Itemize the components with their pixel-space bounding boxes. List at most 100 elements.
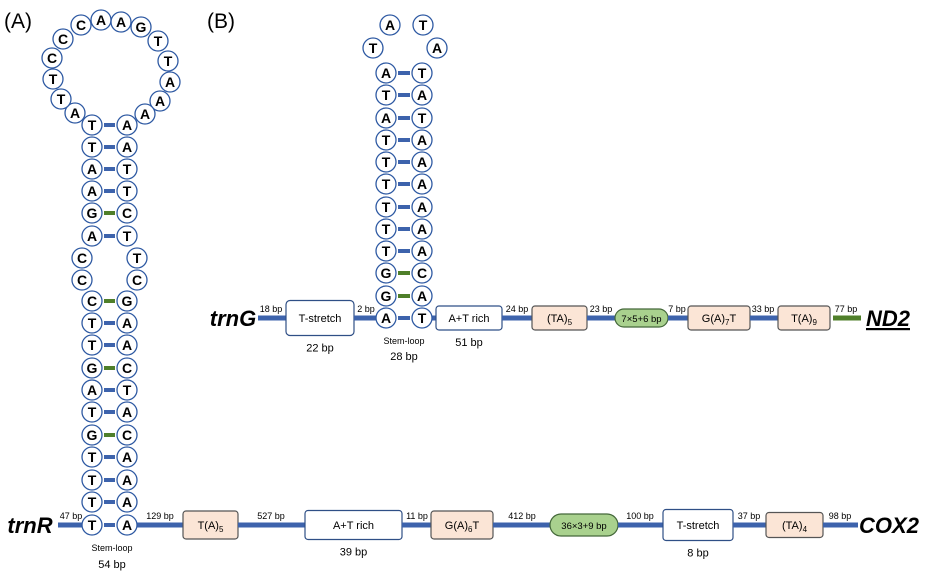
nucleotide: C bbox=[126, 269, 148, 291]
feature-name-tail: T bbox=[729, 313, 736, 325]
feature-repeat-count: 4 bbox=[803, 525, 808, 534]
nucleotide-circle bbox=[116, 290, 138, 312]
base-letter: A bbox=[70, 105, 80, 121]
base-letter: A bbox=[122, 404, 132, 420]
nucleotide-circle bbox=[375, 62, 397, 84]
nucleotide-circle bbox=[149, 90, 171, 112]
nucleotide-circle bbox=[116, 158, 138, 180]
feature-label: G(A)6T bbox=[445, 520, 480, 534]
feature-repeat-count: 6 bbox=[468, 525, 473, 534]
base-letter: T bbox=[133, 250, 142, 266]
nucleotide: T bbox=[147, 30, 169, 52]
base-letter: C bbox=[122, 205, 132, 221]
nucleotide: T bbox=[81, 334, 103, 356]
nucleotide: G bbox=[375, 285, 397, 307]
nucleotide: G bbox=[130, 16, 152, 38]
nucleotide-circle bbox=[81, 290, 103, 312]
nucleotide-circle bbox=[375, 307, 397, 329]
nucleotide: T bbox=[411, 62, 433, 84]
nucleotide-circle bbox=[81, 136, 103, 158]
nucleotide-circle bbox=[412, 14, 434, 36]
stem-loop-a-length: 54 bp bbox=[98, 559, 126, 571]
nucleotide: G bbox=[81, 424, 103, 446]
nucleotide-circle bbox=[110, 11, 132, 33]
nucleotide-circle bbox=[52, 28, 74, 50]
base-letter: C bbox=[58, 31, 68, 47]
feature-repeat-count: 9 bbox=[812, 318, 817, 327]
nucleotide: A bbox=[411, 196, 433, 218]
feature-label: T-stretch bbox=[677, 520, 720, 532]
nucleotide: T bbox=[411, 107, 433, 129]
nucleotide-circle bbox=[50, 88, 72, 110]
nucleotide-circle bbox=[411, 151, 433, 173]
feature-label: A+T rich bbox=[448, 313, 489, 325]
nucleotide: A bbox=[116, 491, 138, 513]
feature-name: T(A) bbox=[198, 520, 219, 532]
base-letter: T bbox=[88, 139, 97, 155]
feature-box bbox=[777, 305, 831, 331]
spacer-length-label: 18 bp bbox=[260, 304, 283, 314]
nucleotide-circle bbox=[411, 84, 433, 106]
base-letter: A bbox=[122, 472, 132, 488]
spacer-length-label: 24 bp bbox=[506, 304, 529, 314]
base-letter: G bbox=[381, 265, 392, 281]
nucleotide-circle bbox=[81, 469, 103, 491]
nucleotide: A bbox=[116, 312, 138, 334]
nucleotide-circle bbox=[411, 173, 433, 195]
base-letter: T bbox=[418, 310, 427, 326]
nucleotide: A bbox=[116, 334, 138, 356]
base-letter: C bbox=[132, 272, 142, 288]
nucleotide-circle bbox=[375, 285, 397, 307]
base-letter: A bbox=[122, 315, 132, 331]
nucleotide: A bbox=[116, 446, 138, 468]
nucleotide-circle bbox=[116, 334, 138, 356]
nucleotide: A bbox=[116, 514, 138, 536]
feature-name: T(A) bbox=[791, 313, 812, 325]
nucleotide-circle bbox=[411, 285, 433, 307]
nucleotide-circle bbox=[411, 107, 433, 129]
nucleotide-circle bbox=[70, 14, 92, 36]
base-letter: A bbox=[432, 40, 442, 56]
nucleotide: A bbox=[411, 84, 433, 106]
nucleotide-circle bbox=[116, 379, 138, 401]
nucleotide-circle bbox=[81, 114, 103, 136]
nucleotide-circle bbox=[411, 196, 433, 218]
panel-label-b: (B) bbox=[207, 10, 235, 33]
nucleotide: A bbox=[375, 62, 397, 84]
nucleotide: G bbox=[116, 290, 138, 312]
nucleotide-circle bbox=[375, 240, 397, 262]
spacer-length-label: 11 bp bbox=[406, 511, 428, 521]
base-letter: T bbox=[418, 65, 427, 81]
feature-name: A+T rich bbox=[333, 520, 374, 532]
nucleotide: A bbox=[159, 71, 181, 93]
base-letter: T bbox=[123, 183, 132, 199]
nucleotide-circle bbox=[375, 218, 397, 240]
spacer-length-label: 33 bp bbox=[752, 304, 775, 314]
nucleotide-circle bbox=[362, 37, 384, 59]
stem-loop-b-label: Stem-loop bbox=[383, 336, 424, 346]
nucleotide: A bbox=[81, 158, 103, 180]
base-letter: T bbox=[154, 33, 163, 49]
base-letter: T bbox=[123, 161, 132, 177]
nucleotide: A bbox=[134, 103, 156, 125]
base-letter: T bbox=[123, 382, 132, 398]
base-letter: T bbox=[164, 53, 173, 69]
nucleotide: T bbox=[116, 158, 138, 180]
feature-name: (TA) bbox=[547, 313, 568, 325]
nucleotide: A bbox=[64, 102, 86, 124]
base-letter: A bbox=[122, 139, 132, 155]
feature-repeat-count: 7 bbox=[725, 318, 730, 327]
nucleotide: C bbox=[116, 357, 138, 379]
feature-label: (TA)4 bbox=[782, 520, 808, 534]
base-letter: A bbox=[417, 176, 427, 192]
feature-name: T-stretch bbox=[299, 313, 342, 325]
feature-length-label: 22 bp bbox=[306, 343, 334, 355]
spacer-length-label: 100 bp bbox=[626, 511, 654, 521]
gene-label-nd2: ND2 bbox=[866, 306, 911, 331]
feature-name: A+T rich bbox=[448, 313, 489, 325]
feature-name: G(A) bbox=[702, 313, 725, 325]
nucleotide: A bbox=[116, 401, 138, 423]
